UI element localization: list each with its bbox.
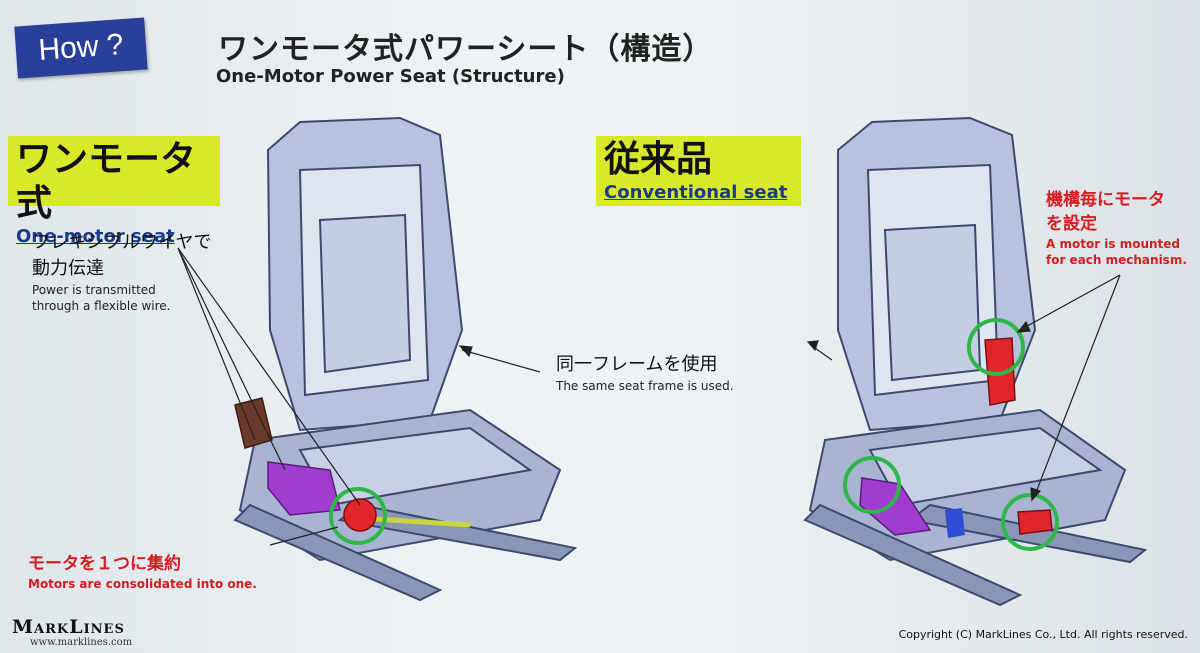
flexible-wire-note-jp-2: 動力伝達 bbox=[32, 258, 104, 279]
right-motor-highlight-left bbox=[843, 456, 901, 514]
flexible-wire-note-jp-1: フレキシブルワイヤで bbox=[32, 232, 212, 253]
same-frame-note-jp: 同一フレームを使用 bbox=[556, 354, 718, 375]
flexible-wire-note: フレキシブルワイヤで 動力伝達 Power is transmitted thr… bbox=[32, 230, 211, 314]
right-motor-highlight-top bbox=[967, 318, 1025, 376]
copyright-notice: Copyright (C) MarkLines Co., Ltd. All ri… bbox=[898, 628, 1188, 641]
conventional-label-en: Conventional seat bbox=[604, 182, 788, 203]
page-subtitle: One-Motor Power Seat (Structure) bbox=[216, 66, 565, 87]
marklines-url: www.marklines.com bbox=[30, 637, 133, 648]
motor-each-note-en-1: A motor is mounted bbox=[1046, 237, 1181, 251]
one-motor-label-jp: ワンモータ式 bbox=[16, 139, 197, 224]
left-motor-unit bbox=[234, 397, 471, 532]
same-frame-note: 同一フレームを使用 The same seat frame is used. bbox=[556, 352, 734, 394]
right-motor-units bbox=[859, 337, 1053, 538]
motor-each-note-jp-2: を設定 bbox=[1046, 214, 1097, 234]
conventional-label: 従来品 Conventional seat bbox=[596, 136, 801, 206]
conventional-label-jp: 従来品 bbox=[604, 139, 713, 180]
flexible-wire-note-en-2: through a flexible wire. bbox=[32, 299, 171, 313]
one-motor-label: ワンモータ式 One-motor seat bbox=[8, 136, 220, 247]
consolidated-note-jp: モータを１つに集約 bbox=[28, 554, 181, 574]
marklines-logo: MarkLines bbox=[12, 616, 125, 638]
how-tag: How ? bbox=[14, 17, 148, 79]
motor-each-note-en-2: for each mechanism. bbox=[1046, 253, 1187, 267]
flexible-wire-note-en-1: Power is transmitted bbox=[32, 283, 156, 297]
pointer-lines bbox=[177, 247, 1121, 546]
one-motor-label-en: One-motor seat bbox=[16, 226, 175, 247]
marklines-logo-text: MarkLines bbox=[12, 616, 125, 638]
consolidated-note: モータを１つに集約 Motors are consolidated into o… bbox=[28, 552, 257, 592]
same-frame-note-en: The same seat frame is used. bbox=[556, 379, 734, 393]
how-tag-text: How ? bbox=[37, 28, 125, 67]
motor-each-note: 機構毎にモータ を設定 A motor is mounted for each … bbox=[1046, 188, 1187, 268]
page-title: ワンモータ式パワーシート（構造） bbox=[218, 32, 714, 67]
consolidated-note-en: Motors are consolidated into one. bbox=[28, 577, 257, 591]
left-motor-highlight bbox=[329, 487, 387, 545]
right-motor-highlight-bottom bbox=[1001, 493, 1059, 551]
left-seat-frame bbox=[233, 116, 578, 602]
motor-each-note-jp-1: 機構毎にモータ bbox=[1046, 190, 1165, 210]
